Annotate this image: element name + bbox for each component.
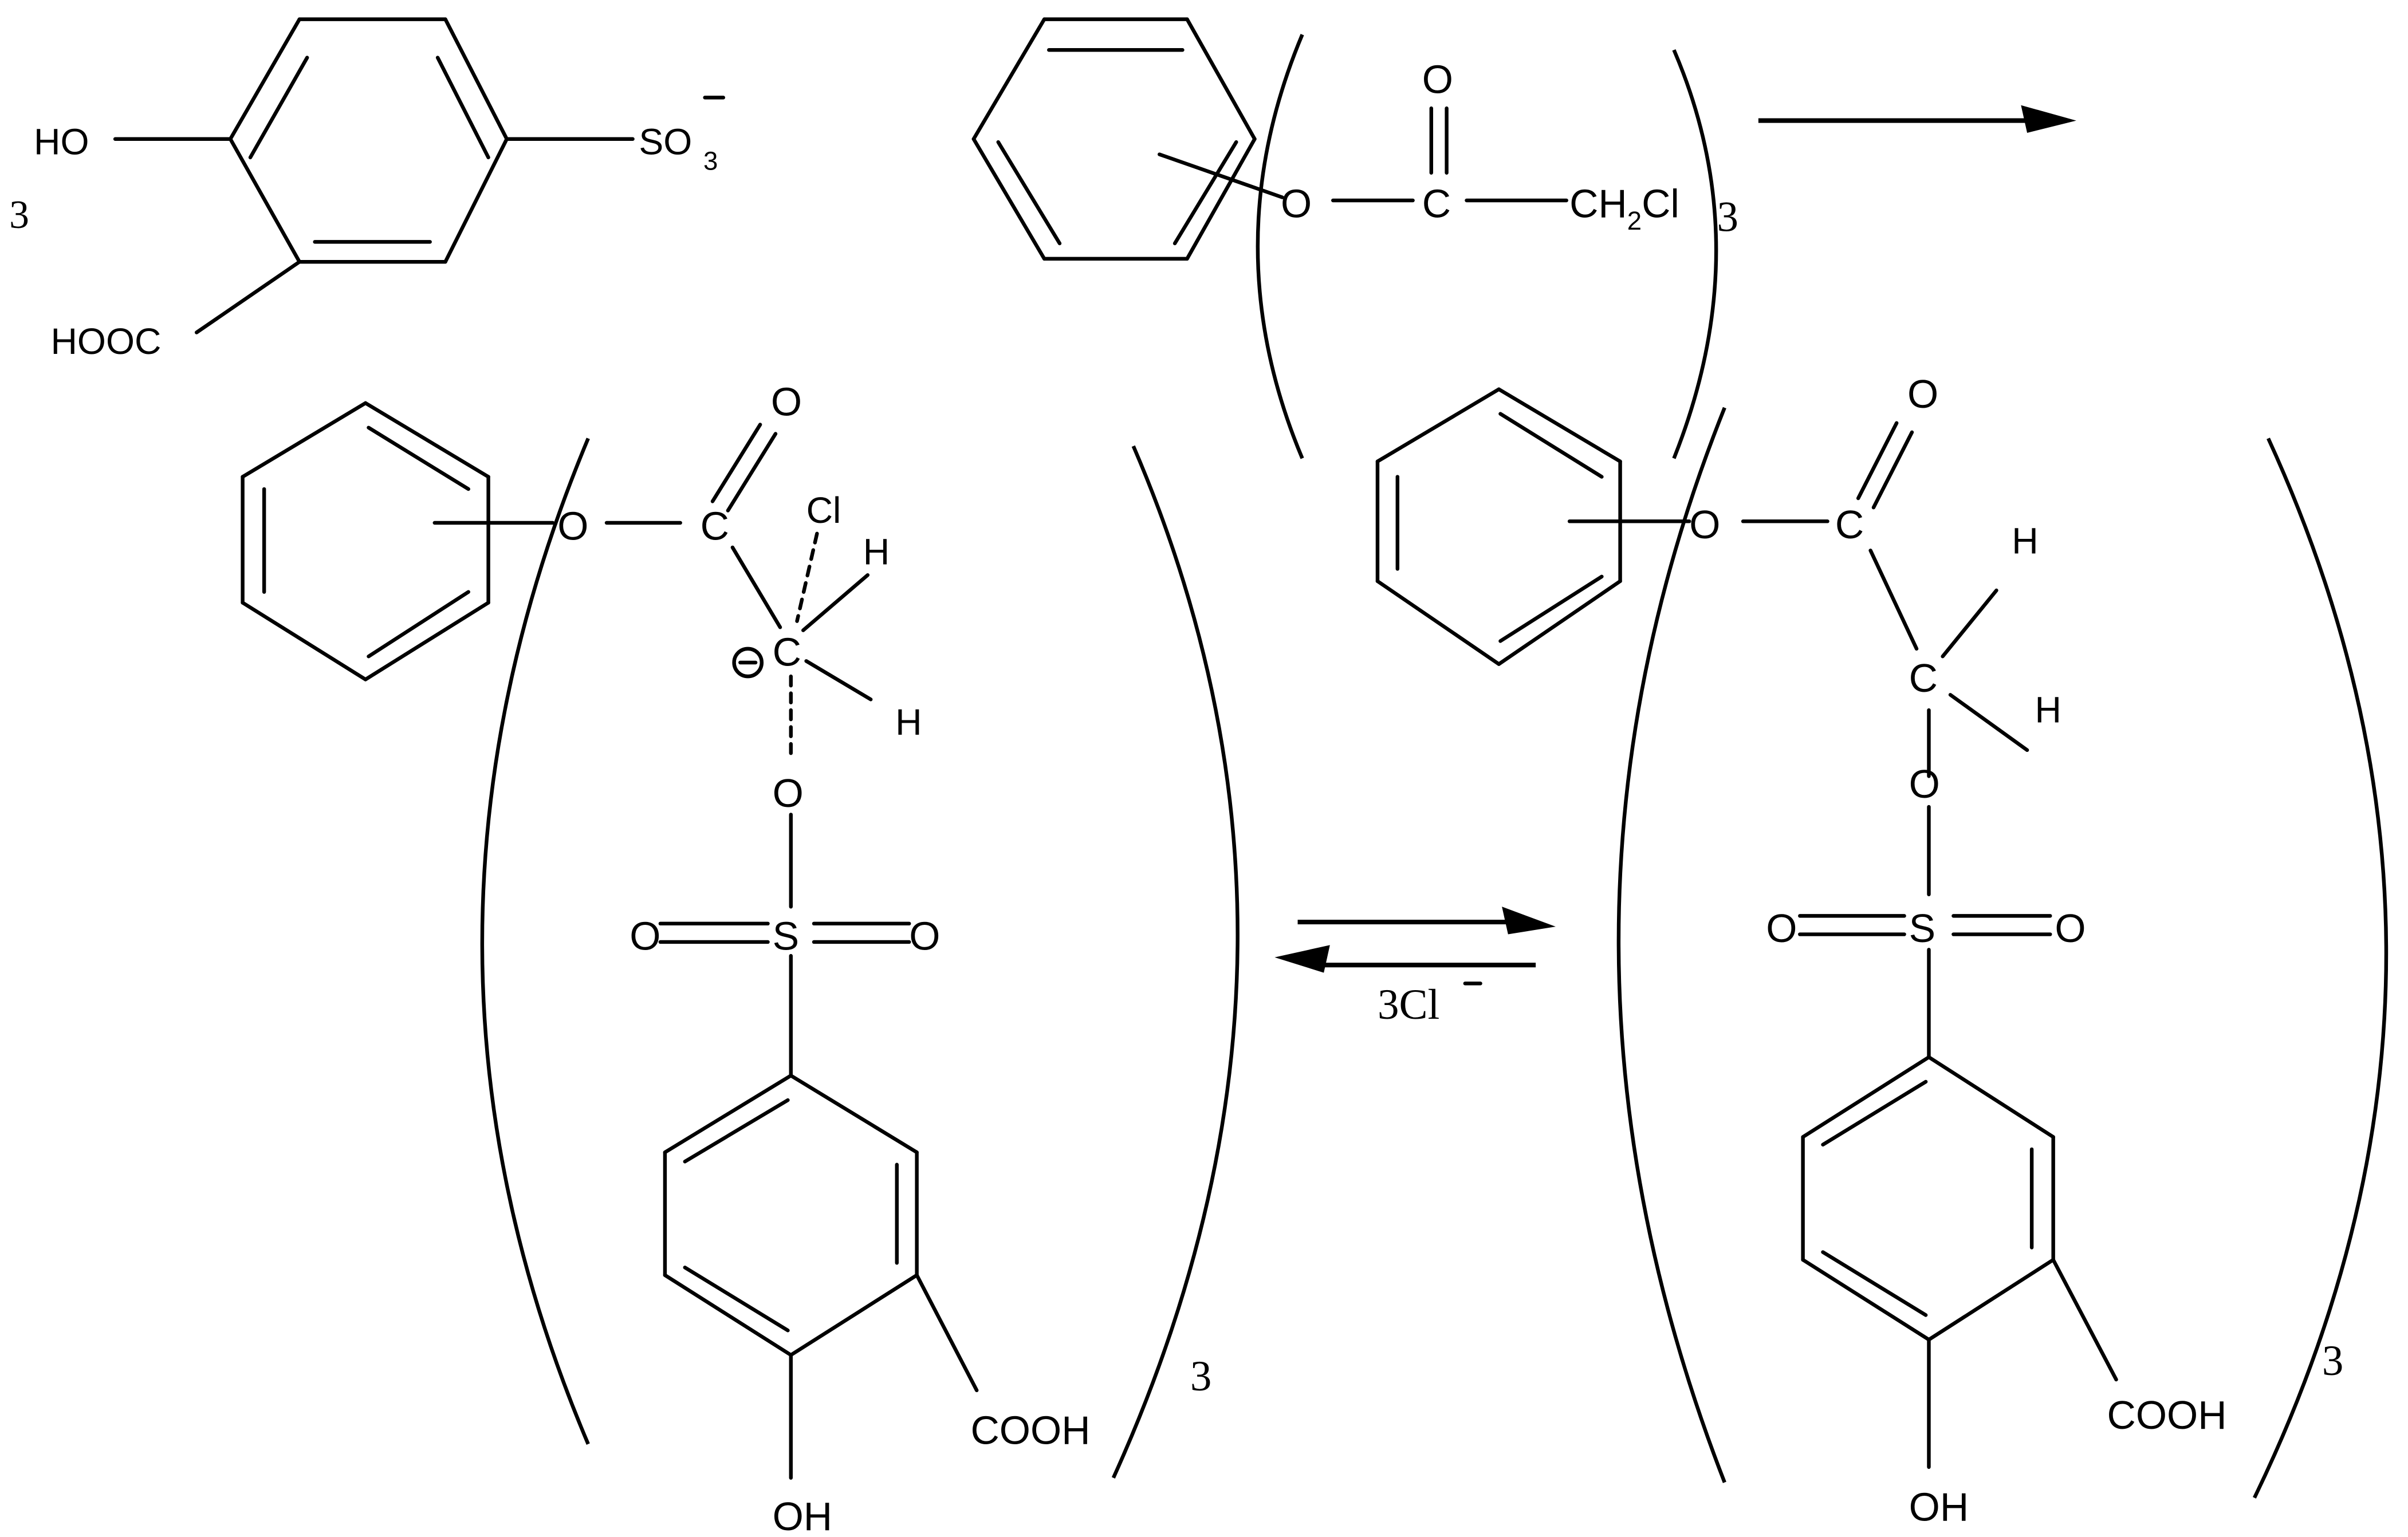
close-parenthesis xyxy=(1111,445,1240,1479)
reactant1-coefficient: 3 xyxy=(9,193,29,237)
ether-oxygen-label: O xyxy=(1909,762,1940,806)
carboxyl-label: HOOC xyxy=(50,321,161,362)
reactant-phenyl-chloroacetate: O C O CH2Cl 3 xyxy=(971,17,1738,459)
hydroxyl-label: HO xyxy=(34,121,89,163)
hydrogen-bottom-label: H xyxy=(2035,689,2061,731)
benzene-ring xyxy=(663,1074,919,1357)
close-parenthesis xyxy=(1672,49,1718,459)
hydrogen-top-label: H xyxy=(863,531,890,572)
open-parenthesis xyxy=(1256,34,1304,459)
intermediate-multiplier: 3 xyxy=(1190,1353,1212,1400)
chloride-byproduct-label: 3Cl xyxy=(1378,981,1439,1028)
carbonyl-oxygen-label: O xyxy=(771,379,802,424)
carbanion-carbon-label: C xyxy=(773,629,801,674)
leaving-chloride-label: Cl xyxy=(806,490,841,531)
sulfonyl-oxygen-left-label: O xyxy=(1766,906,1797,951)
close-parenthesis xyxy=(2252,438,2389,1499)
sulfonyl-oxygen-right-label: O xyxy=(2055,906,2086,951)
intermediate-complex: O C O Cl H C H O S O O xyxy=(241,379,1240,1537)
sulfonate-label: SO xyxy=(639,121,692,163)
sulfonate-subscript: 3 xyxy=(703,146,718,175)
sulfonyl-oxygen-right-label: O xyxy=(909,913,940,958)
carbonyl-oxygen-label: O xyxy=(1907,372,1938,416)
hydroxyl-label: OH xyxy=(1909,1485,1969,1530)
product-multiplier: 3 xyxy=(2322,1337,2344,1385)
carboxyl-label: COOH xyxy=(2107,1393,2227,1437)
benzene-ring xyxy=(1375,387,1622,666)
ch2cl-label: CH2Cl xyxy=(1569,181,1679,235)
carbonyl-oxygen-label: O xyxy=(1422,57,1453,101)
hydrogen-top-label: H xyxy=(2012,521,2038,562)
reactant2-multiplier: 3 xyxy=(1717,194,1738,241)
open-parenthesis xyxy=(480,438,590,1445)
sulfonyl-oxygen-left-label: O xyxy=(629,913,660,958)
benzene-ring xyxy=(228,17,509,264)
ester-oxygen-label: O xyxy=(1689,502,1720,547)
sulfur-label: S xyxy=(773,913,799,958)
hydrogen-bottom-label: H xyxy=(895,701,922,743)
sulfur-label: S xyxy=(1909,906,1935,951)
negative-charge-icon xyxy=(732,647,764,679)
ester-oxygen-label: O xyxy=(1281,181,1312,226)
product-ester: O C O C H H O S O O xyxy=(1375,372,2389,1530)
reaction-arrow xyxy=(1758,105,2076,133)
benzene-ring xyxy=(241,401,490,681)
carbonyl-carbon-label: C xyxy=(701,504,729,549)
benzene-ring xyxy=(1801,1055,2055,1342)
benzene-ring xyxy=(971,17,1257,261)
attacking-oxygen-label: O xyxy=(773,771,804,815)
reactant-sulfosalicylate: 3 HO SO 3 HOOC xyxy=(9,17,726,362)
hydroxyl-label: OH xyxy=(773,1494,833,1537)
methylene-carbon-label: C xyxy=(1909,656,1938,700)
carboxyl-label: COOH xyxy=(970,1408,1090,1453)
equilibrium-arrows: 3Cl xyxy=(1274,907,1556,1028)
carbonyl-carbon-label: C xyxy=(1835,502,1864,547)
ester-oxygen-label: O xyxy=(557,504,588,549)
carbonyl-carbon-label: C xyxy=(1422,181,1451,226)
open-parenthesis xyxy=(1616,407,1726,1483)
